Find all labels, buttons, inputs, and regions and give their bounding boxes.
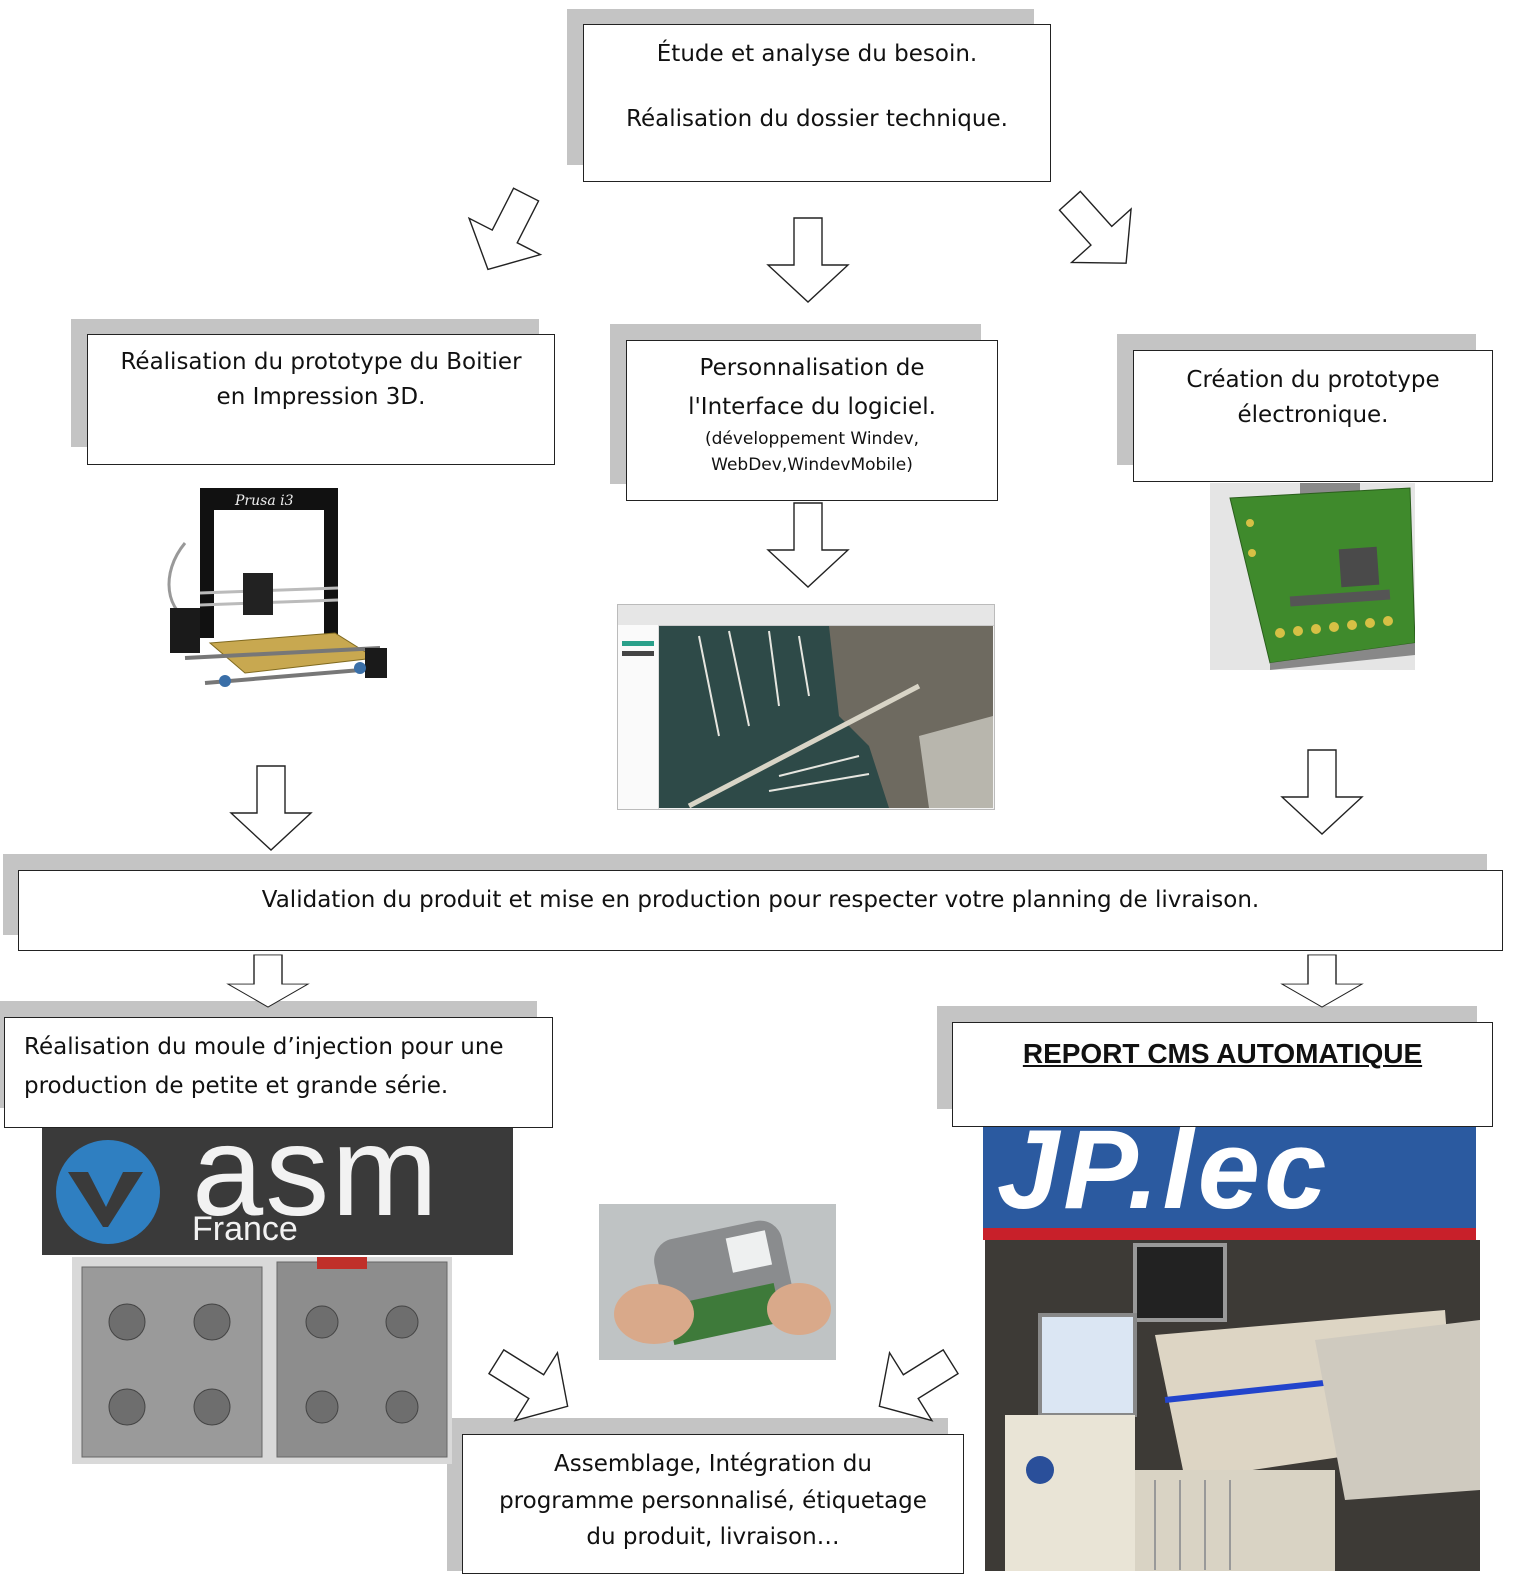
arrow-down-icon [1281,954,1363,1008]
assemblage-line1: Assemblage, Intégration du [554,1451,872,1477]
arrow-down-left-icon [857,1327,973,1441]
cms-box: REPORT CMS AUTOMATIQUE [952,1022,1493,1127]
assemblage-line3: du produit, livraison… [586,1524,840,1550]
svg-text:Prusa i3: Prusa i3 [234,493,294,509]
assemblage-line2: programme personnalisé, étiquetage [499,1487,927,1514]
smt-machine-photo [1005,1243,1480,1571]
arrow-down-right-icon [1039,173,1157,291]
arrow-down-icon [767,502,849,588]
arrow-down-icon [767,217,849,303]
asm-logo-sub: France [192,1210,298,1248]
asm-logo: asm France [42,1128,513,1255]
arrow-down-right-icon [474,1327,590,1441]
interface-line1: Personnalisation de [699,355,925,381]
validation-box: Validation du produit et mise en product… [18,870,1503,951]
electronique-box: Création du prototype électronique. [1133,350,1493,482]
interface-detail1: (développement Windev, [704,429,920,449]
smt-machine-image [985,1240,1480,1571]
etude-box: Étude et analyse du besoin. Réalisation … [583,24,1051,182]
asm-logo-name: asm [192,1128,440,1243]
asm-emblem-icon [56,1140,160,1244]
interface-line2: l'Interface du logiciel. [688,393,936,420]
injection-mold-photo [81,1257,448,1458]
harbor-map-screenshot [659,626,993,808]
moule-box: Réalisation du moule d’injection pour un… [4,1017,553,1128]
jplec-red-stripe [983,1228,1476,1240]
map-screenshot [617,604,995,810]
arrow-down-icon [230,765,312,851]
moule-line2: production de petite et grande série. [24,1072,449,1099]
etude-line1: Étude et analyse du besoin. [656,41,978,67]
moule-line1: Réalisation du moule d’injection pour un… [24,1034,504,1060]
pcb-prototype-render [1229,483,1415,670]
3d-printer-icon: Prusa i3 [167,488,387,687]
arrow-down-icon [227,954,309,1008]
boitier-text: Réalisation du prototype du Boitier en I… [120,349,522,410]
arrow-down-icon [1281,749,1363,835]
interface-detail2: WebDev,WindevMobile) [711,455,913,476]
jplec-logo-name: JP.lec [997,1127,1331,1232]
pcb-image [1210,483,1415,670]
assemblage-box: Assemblage, Intégration du programme per… [462,1434,964,1574]
mold-image [72,1257,452,1464]
jplec-logo: JP.lec [983,1127,1476,1240]
printer-image: Prusa i3 [155,483,390,693]
electronique-text: Création du prototype électronique. [1186,367,1440,428]
arrow-down-left-icon [451,175,563,289]
cms-text: REPORT CMS AUTOMATIQUE [1022,1038,1423,1069]
interface-box: Personnalisation de l'Interface du logic… [626,340,998,501]
validation-text: Validation du produit et mise en product… [261,887,1260,913]
boitier-box: Réalisation du prototype du Boitier en I… [87,334,555,465]
etude-line2: Réalisation du dossier technique. [626,105,1008,132]
handheld-device-photo [614,1220,831,1345]
device-image [599,1204,836,1360]
